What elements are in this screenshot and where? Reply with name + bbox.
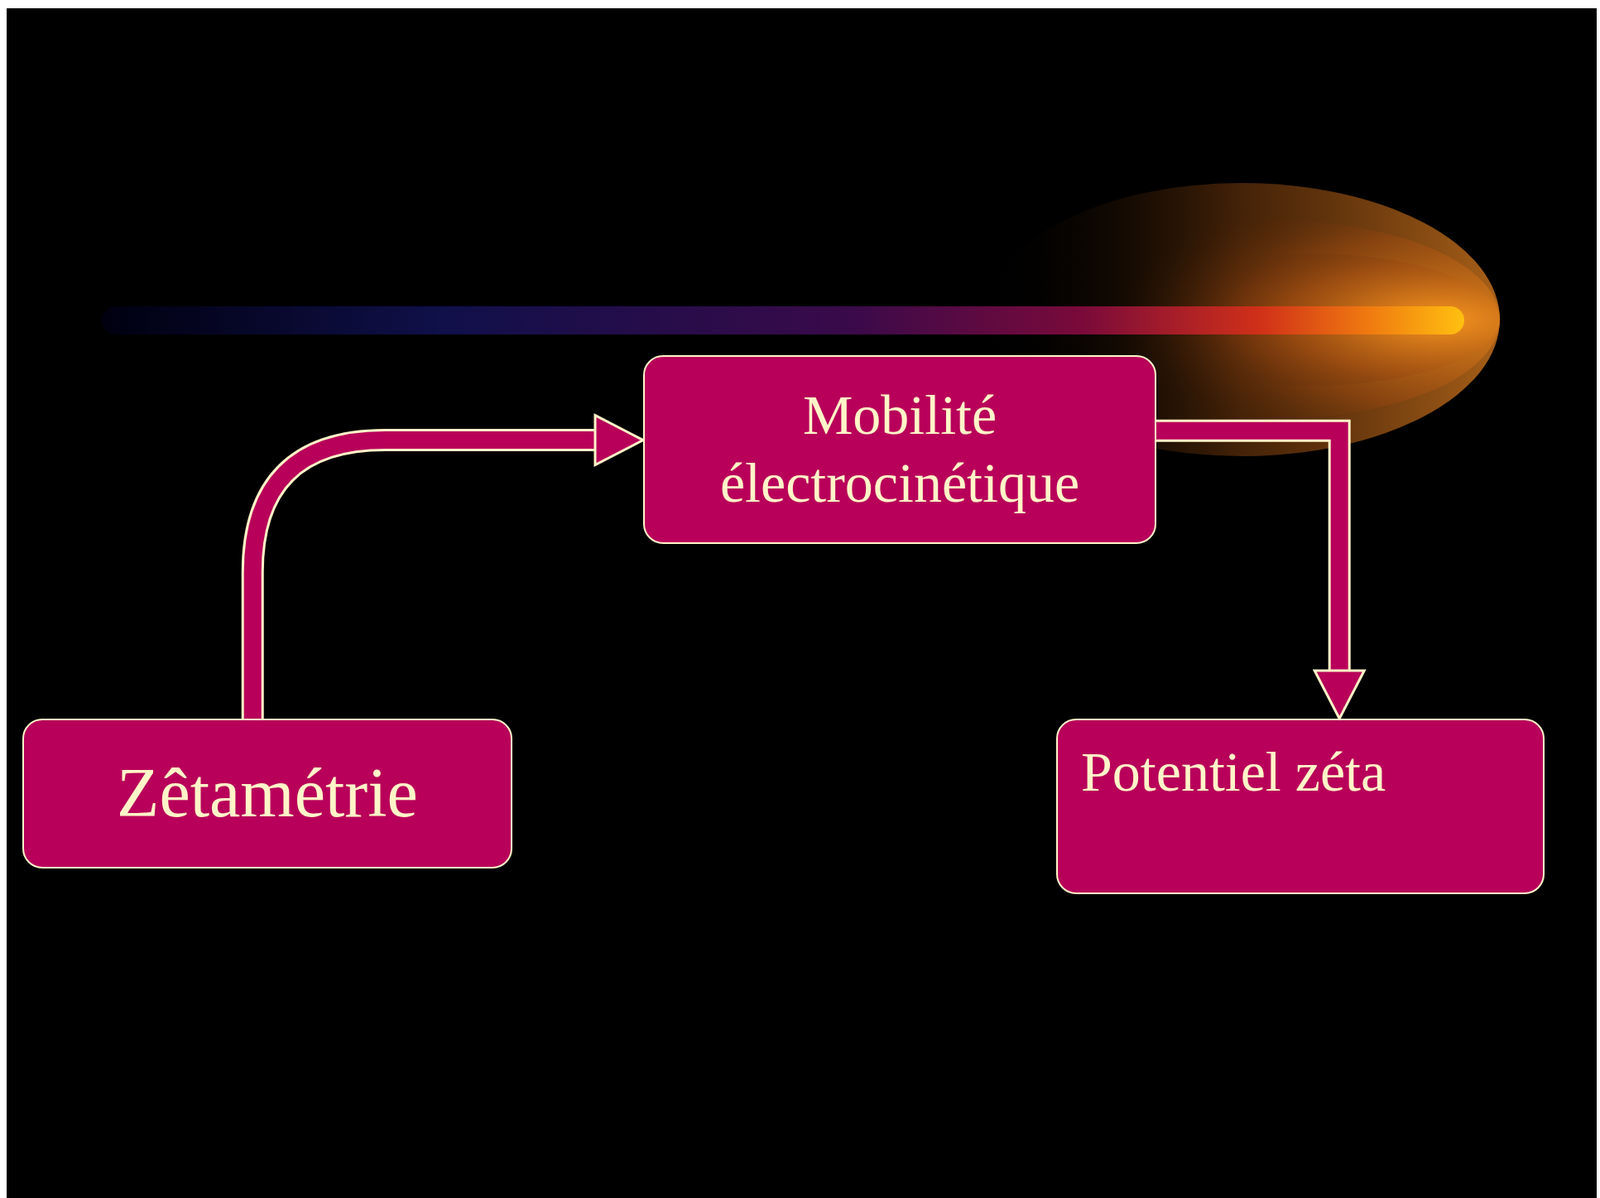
box-label: Zêtamétrie [116,751,419,836]
process-box: Mobilité électrocinétique [643,355,1157,544]
arrow-shaft [252,440,597,719]
comet-bar [101,306,1465,335]
box-label: Mobilité électrocinétique [667,381,1132,517]
arrow-outline [252,440,597,719]
process-box: Zêtamétrie [22,718,513,869]
arrow-outline [1156,430,1340,673]
arrow-shaft [1156,430,1340,673]
block-arrow [1156,430,1365,719]
arrow-head [595,415,644,466]
block-arrow [252,415,644,719]
process-box: Potentiel zéta [1056,718,1545,894]
arrow-head [1314,670,1365,719]
box-label: Potentiel zéta [1081,738,1386,807]
